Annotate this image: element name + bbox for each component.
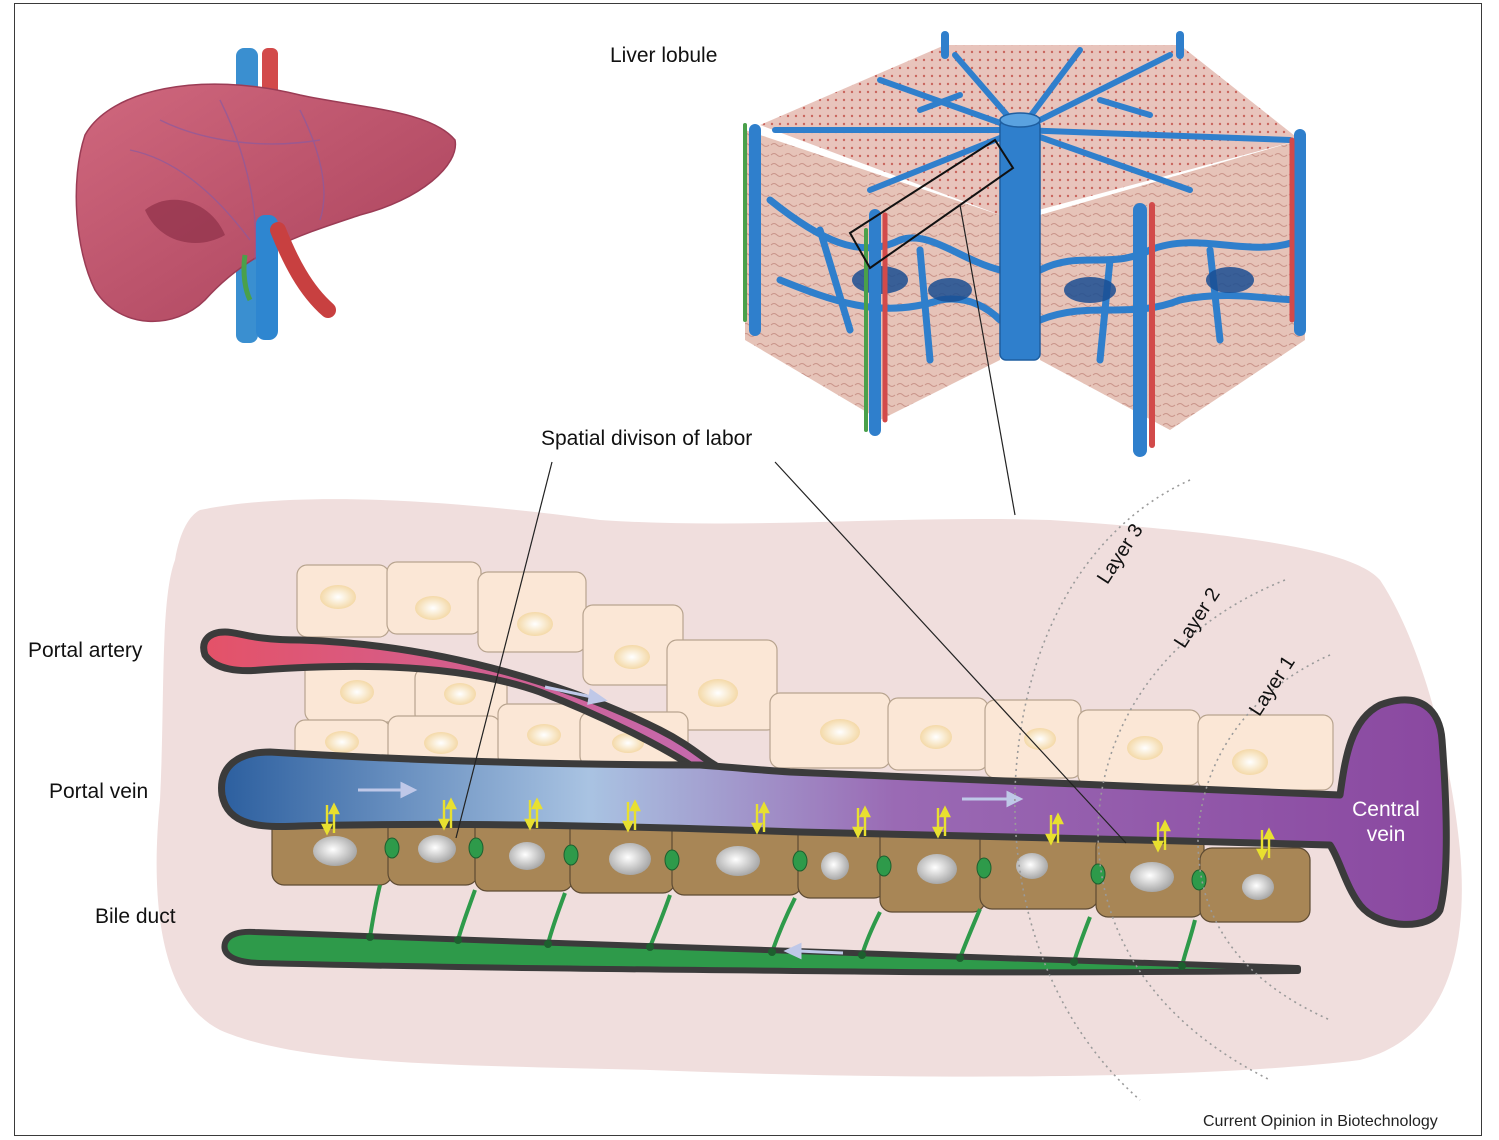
journal-credit: Current Opinion in Biotechnology bbox=[1203, 1114, 1438, 1130]
central-vein-label-line1: Central bbox=[1343, 798, 1429, 823]
liver-lobule-label: Liver lobule bbox=[610, 45, 717, 66]
spatial-division-label: Spatial divison of labor bbox=[541, 428, 752, 449]
portal-vein-label: Portal vein bbox=[49, 781, 148, 802]
central-vein-label: Central vein bbox=[1343, 798, 1429, 848]
central-vein-label-line2: vein bbox=[1343, 823, 1429, 848]
liver-illustration bbox=[76, 48, 455, 343]
liver-lobule-illustration bbox=[745, 35, 1305, 450]
portal-artery-label: Portal artery bbox=[28, 640, 142, 661]
bile-duct-label: Bile duct bbox=[95, 906, 176, 927]
